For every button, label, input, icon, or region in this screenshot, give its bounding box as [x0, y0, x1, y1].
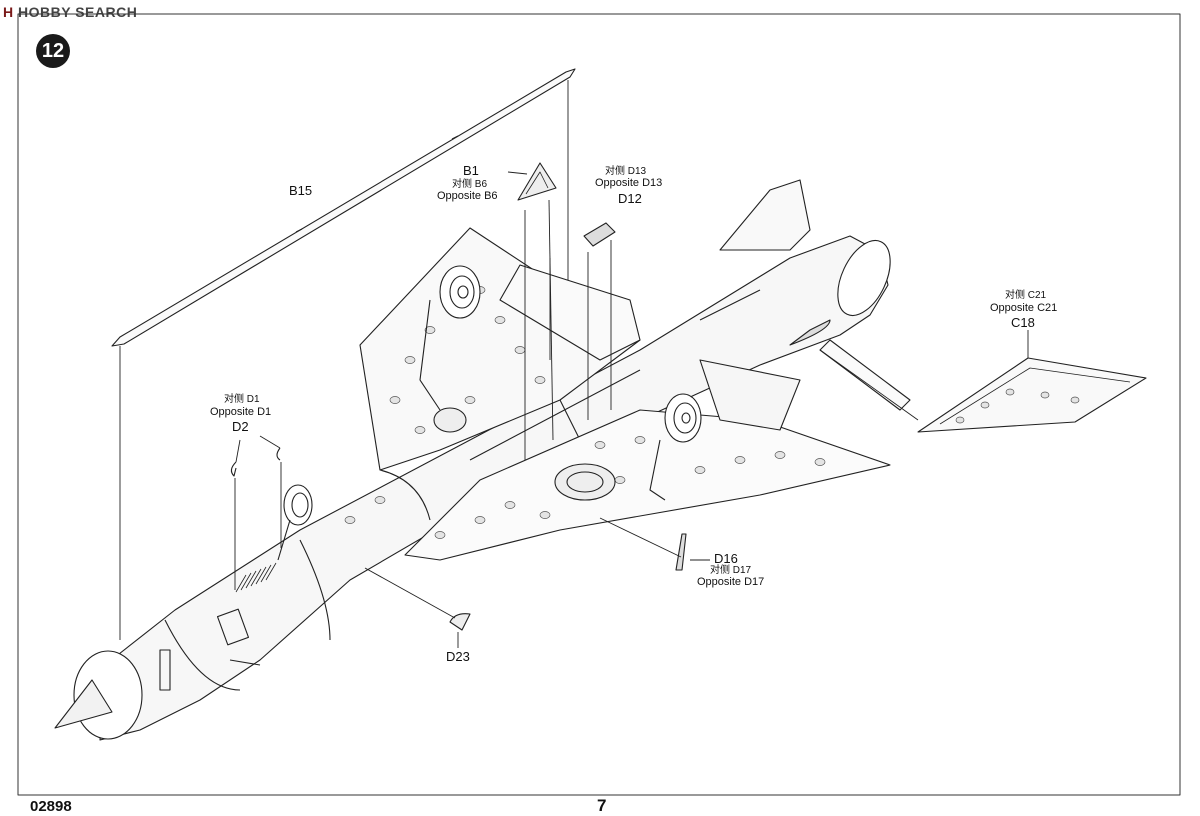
right-wing — [404, 409, 891, 561]
label-d23: D23 — [446, 649, 470, 664]
watermark-text: HOBBY SEARCH — [18, 4, 138, 20]
label-d16-opposite-en: Opposite D17 — [697, 576, 765, 588]
wheel-near — [664, 393, 702, 443]
nose-wheel — [283, 484, 313, 526]
d2-hook-left — [230, 461, 237, 477]
c18-tailplane — [917, 357, 1147, 433]
wheel-far — [439, 265, 481, 319]
label-c18-opposite-cn: 对侧 C21 — [1005, 290, 1047, 301]
label-b1-opposite-cn: 对侧 B6 — [452, 179, 488, 190]
b15-rod — [111, 68, 576, 347]
d12-box — [583, 222, 616, 247]
label-c18-opposite-en: Opposite C21 — [990, 302, 1058, 314]
label-d2-opposite-en: Opposite D1 — [210, 406, 272, 418]
label-d12-opposite-en: Opposite D13 — [595, 177, 663, 189]
b1-panel — [517, 162, 557, 201]
label-d2-opposite-cn: 对侧 D1 — [224, 394, 260, 405]
label-b1: B1 — [463, 163, 479, 178]
d23-fairing — [449, 613, 471, 631]
left-wing — [359, 227, 641, 471]
product-code: 02898 — [30, 798, 72, 815]
label-b15: B15 — [289, 183, 313, 198]
nose-cone — [54, 679, 113, 729]
watermark: H HOBBY SEARCH — [3, 4, 137, 20]
label-c18: C18 — [1011, 315, 1035, 330]
label-b1-opposite-en: Opposite B6 — [437, 190, 498, 202]
label-d16-opposite-cn: 对侧 D17 — [710, 565, 752, 576]
label-d12-opposite-cn: 对侧 D13 — [605, 166, 647, 177]
label-d2: D2 — [232, 419, 249, 434]
d2-hook-right — [276, 447, 281, 461]
vertical-tail — [719, 179, 811, 251]
page-number: 7 — [597, 796, 607, 815]
label-d16: D16 — [714, 551, 738, 566]
watermark-prefix: H — [3, 4, 14, 20]
label-d12: D12 — [618, 191, 642, 206]
d16-antenna — [675, 533, 687, 571]
step-number-badge: 12 — [36, 34, 70, 68]
